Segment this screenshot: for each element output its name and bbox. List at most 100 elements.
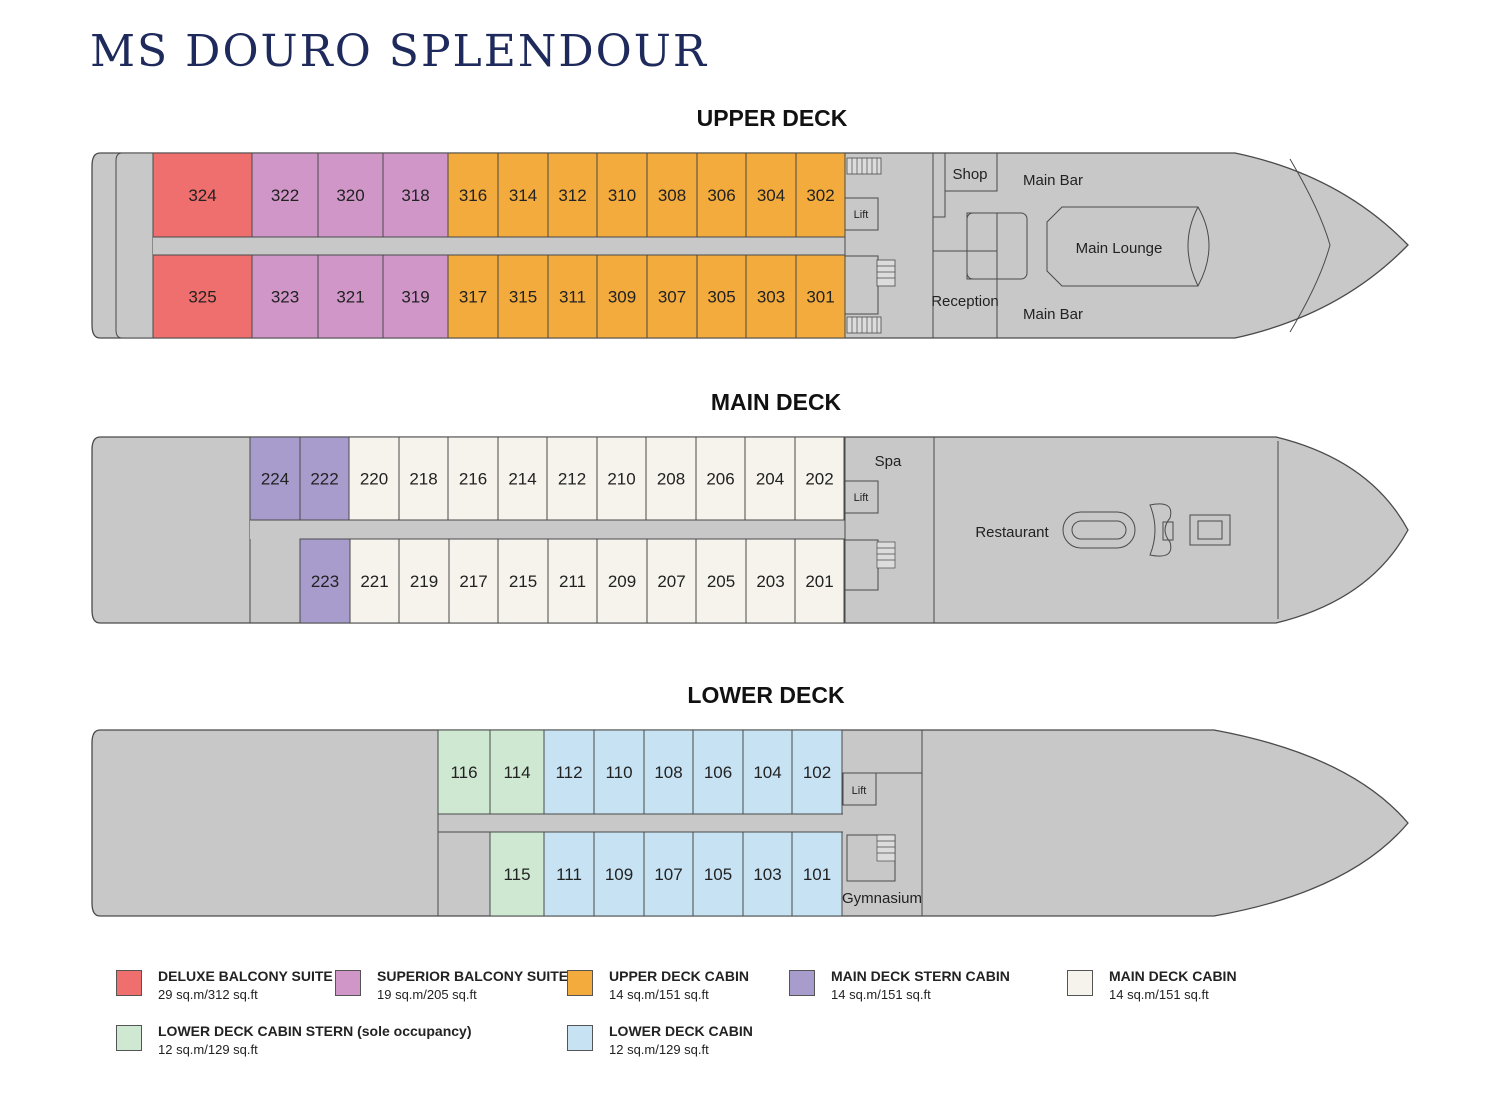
legend-name: MAIN DECK CABIN: [1109, 968, 1237, 984]
cabin-number-301: 301: [806, 288, 834, 307]
cabin-number-116: 116: [450, 763, 477, 782]
cabin-101: [791, 831, 843, 917]
cabin-number-212: 212: [558, 470, 586, 489]
cabin-302: [795, 152, 846, 238]
cabin-322: [251, 152, 319, 238]
cabin-number-310: 310: [608, 186, 636, 205]
cabin-number-108: 108: [654, 763, 682, 782]
cabin-number-219: 219: [410, 572, 438, 591]
cabin-217: [448, 538, 499, 624]
cabin-number-318: 318: [401, 186, 429, 205]
main-stairs: [876, 541, 896, 569]
cabin-number-216: 216: [459, 470, 487, 489]
legend-swatch: [789, 970, 815, 996]
cabin-number-304: 304: [757, 186, 785, 205]
upper-main-bar-label-bottom: Main Bar: [1023, 306, 1083, 323]
cabin-202: [794, 436, 845, 521]
cabin-309: [596, 254, 648, 339]
cabin-221: [349, 538, 400, 624]
cabin-215: [497, 538, 549, 624]
cabin-323: [251, 254, 319, 339]
cabin-number-203: 203: [756, 572, 784, 591]
cabin-number-208: 208: [657, 470, 685, 489]
cabin-214: [497, 436, 548, 521]
cabin-number-224: 224: [261, 470, 289, 489]
main-corridor: [250, 520, 845, 539]
cabin-205: [695, 538, 747, 624]
cabin-number-317: 317: [459, 288, 487, 307]
cabin-207: [646, 538, 697, 624]
cabin-number-323: 323: [271, 288, 299, 307]
page-title: MS DOURO SPLENDOUR: [90, 26, 708, 77]
upper-stairs: [846, 157, 896, 334]
cabin-number-312: 312: [558, 186, 586, 205]
cabin-number-322: 322: [271, 186, 299, 205]
cabin-number-217: 217: [459, 572, 487, 591]
cabin-112: [543, 729, 595, 815]
legend-swatch: [1067, 970, 1093, 996]
cabin-317: [447, 254, 499, 339]
upper-shop-label: Shop: [952, 166, 987, 183]
cabin-116: [437, 729, 491, 815]
upper-corridor: [153, 237, 845, 255]
cabin-301: [795, 254, 846, 339]
lower-stairs: [876, 834, 896, 862]
cabin-number-102: 102: [803, 763, 831, 782]
legend-swatch: [116, 1025, 142, 1051]
cabin-315: [497, 254, 549, 339]
cabin-224: [249, 436, 301, 521]
cabin-number-207: 207: [657, 572, 685, 591]
upper-lift-label: Lift: [854, 209, 869, 221]
legend-name: LOWER DECK CABIN: [609, 1023, 753, 1039]
cabin-number-206: 206: [706, 470, 734, 489]
cabin-218: [398, 436, 449, 521]
cabin-number-111: 111: [556, 865, 582, 884]
cabin-106: [692, 729, 744, 815]
legend-size: 29 sq.m/312 sq.ft: [158, 987, 258, 1002]
main-lift-label: Lift: [854, 492, 869, 504]
cabin-111: [543, 831, 595, 917]
cabin-number-218: 218: [409, 470, 437, 489]
upper-stair-treads: [851, 158, 895, 333]
main-restaurant-label: Restaurant: [975, 524, 1049, 541]
cabin-number-319: 319: [401, 288, 429, 307]
cabin-number-201: 201: [805, 572, 833, 591]
cabin-number-309: 309: [608, 288, 636, 307]
cabin-number-221: 221: [360, 572, 388, 591]
cabin-210: [596, 436, 647, 521]
cabin-number-316: 316: [459, 186, 487, 205]
lower-deck-hull: [91, 729, 1409, 917]
cabin-206: [695, 436, 746, 521]
legend-size: 12 sq.m/129 sq.ft: [158, 1042, 258, 1057]
cabin-number-106: 106: [704, 763, 732, 782]
cabin-number-105: 105: [704, 865, 732, 884]
cabin-number-107: 107: [654, 865, 682, 884]
cabin-number-115: 115: [503, 865, 530, 884]
cabin-108: [643, 729, 694, 815]
main-forward-structure: [844, 436, 1279, 624]
upper-main-bar-label-top: Main Bar: [1023, 172, 1083, 189]
cabin-321: [317, 254, 384, 339]
cabin-number-214: 214: [508, 470, 536, 489]
cabin-102: [791, 729, 843, 815]
cabin-104: [742, 729, 793, 815]
cabin-number-202: 202: [805, 470, 833, 489]
cabin-103: [742, 831, 793, 917]
cabin-114: [489, 729, 545, 815]
cabin-110: [593, 729, 645, 815]
cabin-216: [447, 436, 499, 521]
legend-size: 12 sq.m/129 sq.ft: [609, 1042, 709, 1057]
cabin-number-110: 110: [605, 763, 632, 782]
cabin-208: [645, 436, 697, 521]
cabin-303: [745, 254, 797, 339]
legend-swatch: [567, 1025, 593, 1051]
cabin-number-314: 314: [509, 186, 537, 205]
